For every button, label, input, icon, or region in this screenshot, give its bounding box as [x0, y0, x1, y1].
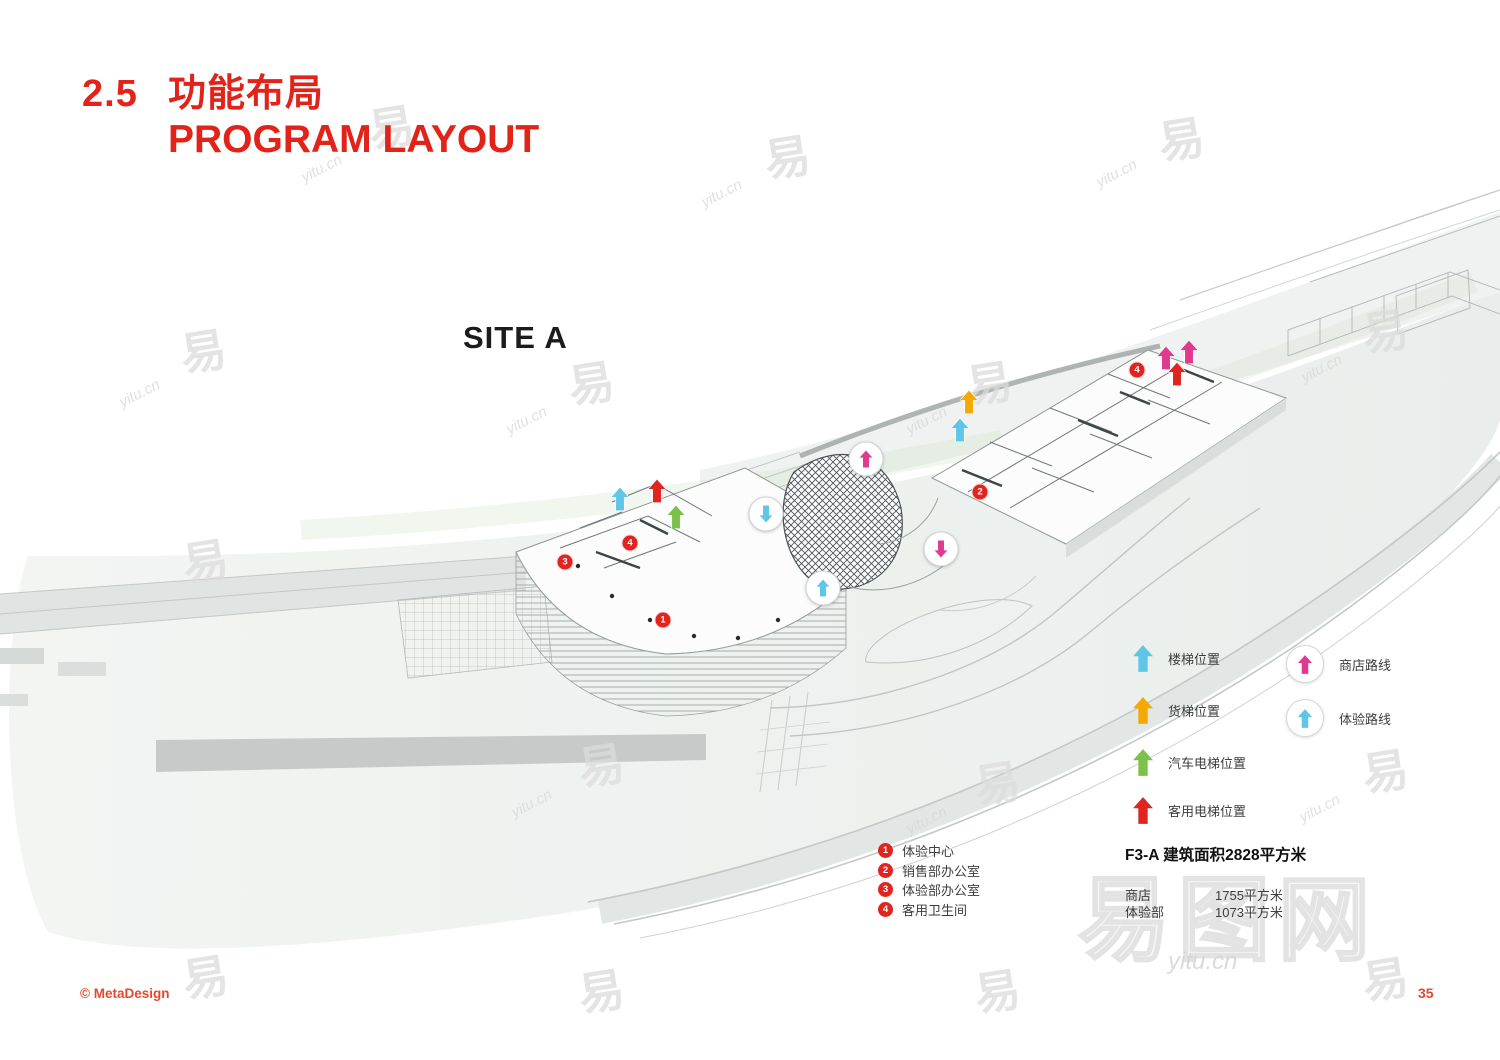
- area-name: 体验部: [1125, 905, 1165, 920]
- passenger-elevator-arrow-icon: [1133, 797, 1153, 824]
- area-value: 1755平方米: [1215, 888, 1283, 903]
- experience-route-icon: [1286, 699, 1324, 737]
- program-label: 客用卫生间: [902, 902, 968, 918]
- program-number-badge: 2: [878, 862, 893, 878]
- legend-label: 货梯位置: [1168, 704, 1221, 719]
- legend-label: 汽车电梯位置: [1168, 756, 1247, 771]
- program-list: 1 体验中心 2 销售部办公室 3 体验部办公室 4 客用卫生间: [878, 841, 980, 919]
- area-value: 1073平方米: [1215, 905, 1283, 920]
- legend-label: 体验路线: [1339, 711, 1392, 727]
- program-number-badge: 4: [878, 901, 893, 917]
- section-title-cn: 2.5 功能布局: [82, 72, 539, 117]
- program-label: 体验部办公室: [902, 883, 981, 899]
- program-item: 4 客用卫生间: [878, 900, 980, 920]
- copyright: © MetaDesign: [80, 986, 170, 1001]
- section-title-english: PROGRAM LAYOUT: [168, 117, 540, 161]
- legend-item-stairs: 楼梯位置: [1133, 645, 1220, 672]
- program-number-badge: 3: [878, 882, 893, 898]
- legend-item-freight-elevator: 货梯位置: [1133, 697, 1220, 724]
- area-info: F3-A 建筑面积2828平方米 商店 1755平方米 体验部 1073平方米: [1125, 843, 1395, 920]
- title-block: 2.5 功能布局 PROGRAM LAYOUT: [82, 72, 539, 163]
- legend-label: 商店路线: [1339, 657, 1392, 673]
- site-a-building-facade: [515, 551, 847, 717]
- site-a-label: SITE A: [463, 320, 568, 355]
- area-name: 商店: [1125, 888, 1152, 903]
- context-buildings: [1287, 189, 1500, 357]
- program-item: 1 体验中心: [878, 841, 980, 861]
- area-title: F3-A 建筑面积2828平方米: [1125, 847, 1307, 864]
- freight-elevator-arrow-icon: [1133, 697, 1153, 724]
- program-label: 体验中心: [902, 844, 955, 860]
- section-number: 2.5: [82, 73, 138, 115]
- car-elevator-arrow-icon: [1133, 749, 1153, 776]
- program-item: 3 体验部办公室: [878, 880, 980, 900]
- legend-item-experience-route: 体验路线: [1286, 699, 1391, 737]
- page-number: 35: [1418, 985, 1434, 1001]
- program-number-badge: 1: [878, 843, 893, 859]
- section-title-chinese: 功能布局: [168, 73, 325, 115]
- area-row: 体验部 1073平方米: [1125, 902, 1395, 920]
- stairs-arrow-icon: [1133, 645, 1153, 672]
- legend-item-passenger-elevator: 客用电梯位置: [1133, 797, 1246, 824]
- legend-item-car-elevator: 汽车电梯位置: [1133, 749, 1246, 776]
- legend-item-shop-route: 商店路线: [1286, 645, 1391, 683]
- program-label: 销售部办公室: [902, 863, 981, 879]
- legend-label: 楼梯位置: [1168, 652, 1221, 667]
- legend-label: 客用电梯位置: [1168, 804, 1247, 819]
- program-item: 2 销售部办公室: [878, 861, 980, 881]
- shop-route-icon: [1286, 645, 1324, 683]
- area-row: 商店 1755平方米: [1125, 885, 1395, 903]
